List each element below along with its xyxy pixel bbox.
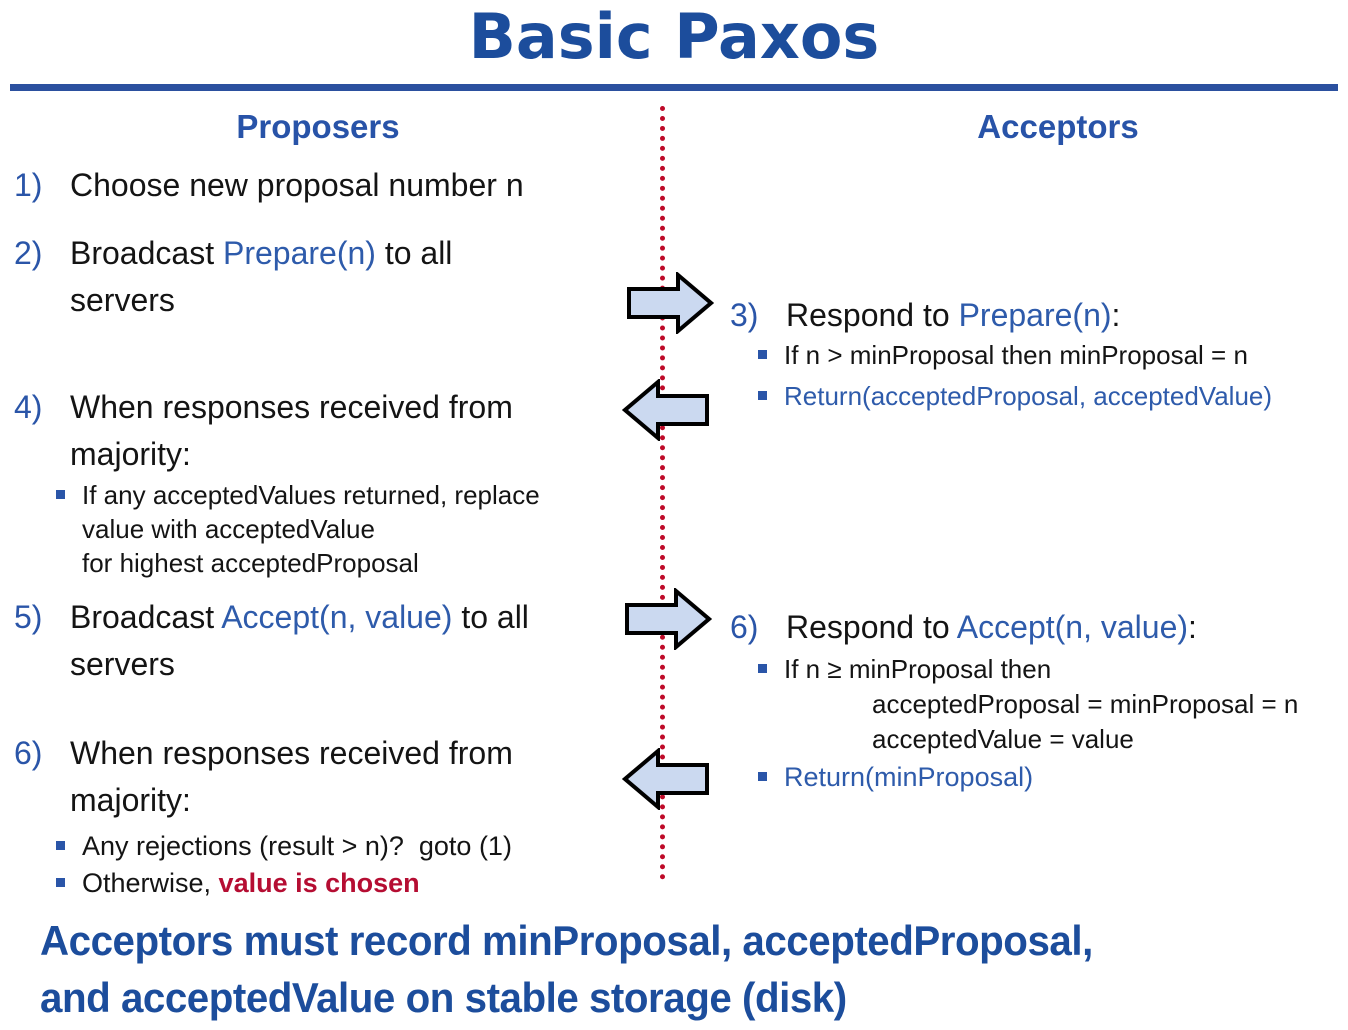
step-text: Broadcast Prepare(n) to all servers bbox=[70, 230, 452, 324]
step-text: When responses received from majority: bbox=[70, 730, 513, 824]
proposers-column-header: Proposers bbox=[236, 108, 400, 145]
acceptor-step-3-bullet-2: Return(acceptedProposal, acceptedValue) bbox=[758, 379, 1348, 413]
proposer-step-6: 6) When responses received from majority: bbox=[14, 730, 630, 824]
bullet-line1: If n ≥ minProposal then bbox=[784, 654, 1052, 684]
arrow-left-icon bbox=[621, 746, 710, 812]
bullet-square-icon bbox=[758, 350, 767, 359]
title-underline bbox=[10, 84, 1338, 91]
bullet-line3: for highest acceptedProposal bbox=[82, 548, 419, 578]
step-text: Choose new proposal number n bbox=[70, 167, 524, 203]
acceptor-step-6-bullet-2: Return(minProposal) bbox=[758, 760, 1348, 794]
step-number: 3) bbox=[730, 297, 759, 333]
bullet-text: Otherwise, value is chosen bbox=[82, 866, 420, 900]
proposer-step-2: 2) Broadcast Prepare(n) to all servers bbox=[14, 230, 630, 324]
acceptor-step-6-bullet-1: If n ≥ minProposal then acceptedProposal … bbox=[758, 652, 1348, 757]
step-text-post: to all bbox=[375, 235, 453, 271]
value-chosen-emphasis: value is chosen bbox=[218, 868, 420, 898]
bullet-text: If any acceptedValues returned, replace v… bbox=[82, 478, 540, 580]
bullet-line1: If any acceptedValues returned, replace bbox=[82, 480, 540, 510]
step-number: 4) bbox=[14, 389, 43, 425]
bullet-text: Any rejections (result > n)? goto (1) bbox=[82, 831, 512, 861]
step-number: 1) bbox=[14, 167, 43, 203]
acceptor-step-3: 3) Respond to Prepare(n): bbox=[730, 292, 1346, 339]
bullet-line2: value with acceptedValue bbox=[82, 514, 375, 544]
proposer-step-1: 1) Choose new proposal number n bbox=[14, 162, 630, 209]
step-text: Respond to Prepare(n): bbox=[786, 292, 1120, 339]
step-text-post: : bbox=[1111, 297, 1121, 333]
step-text-pre: Respond to bbox=[786, 297, 959, 333]
step-number: 2) bbox=[14, 235, 43, 271]
bullet-square-icon bbox=[758, 391, 767, 400]
bullet-text: Return(minProposal) bbox=[784, 762, 1034, 792]
step-text-pre: Broadcast bbox=[70, 235, 223, 271]
bullet-text-pre: Otherwise, bbox=[82, 868, 219, 898]
proposer-step-4: 4) When responses received from majority: bbox=[14, 384, 630, 478]
bullet-text: Return(acceptedProposal, acceptedValue) bbox=[784, 381, 1273, 411]
step-number: 5) bbox=[14, 599, 43, 635]
message-keyword: Prepare(n) bbox=[222, 235, 376, 271]
bullet-text: If n ≥ minProposal then acceptedProposal … bbox=[784, 652, 1298, 757]
bullet-square-icon bbox=[56, 878, 65, 887]
step-text-line2: majority: bbox=[70, 436, 191, 472]
acceptors-column-header: Acceptors bbox=[977, 108, 1139, 145]
bullet-text: If n > minProposal then minProposal = n bbox=[784, 340, 1248, 370]
step-text-pre: Broadcast bbox=[70, 599, 222, 635]
proposer-step-4-bullet: If any acceptedValues returned, replace v… bbox=[56, 478, 656, 580]
step-text-line2: majority: bbox=[70, 782, 191, 818]
proposer-step-5: 5) Broadcast Accept(n, value) to all serv… bbox=[14, 594, 630, 688]
footer-line1: Acceptors must record minProposal, accep… bbox=[40, 917, 1093, 964]
bullet-square-icon bbox=[56, 490, 65, 499]
step-text-post: : bbox=[1188, 609, 1197, 645]
footer-line2: and acceptedValue on stable storage (dis… bbox=[40, 974, 847, 1021]
step-text-line1: When responses received from bbox=[70, 389, 513, 425]
proposer-step-6-bullet-1: Any rejections (result > n)? goto (1) bbox=[56, 829, 656, 863]
footer-note: Acceptors must record minProposal, accep… bbox=[40, 912, 1288, 1026]
message-keyword: Prepare(n) bbox=[958, 297, 1112, 333]
step-text: When responses received from majority: bbox=[70, 384, 513, 478]
column-divider-dotted-line bbox=[660, 106, 665, 880]
step-number: 6) bbox=[730, 609, 759, 645]
step-text-line2: servers bbox=[70, 646, 175, 682]
arrow-right-icon bbox=[624, 586, 713, 652]
step-number: 6) bbox=[14, 735, 43, 771]
step-text-pre: Respond to bbox=[786, 609, 957, 645]
bullet-line3-indented: acceptedValue = value bbox=[872, 724, 1134, 754]
step-text-line1: When responses received from bbox=[70, 735, 513, 771]
message-keyword: Accept(n, value) bbox=[956, 609, 1189, 645]
step-text-line2: servers bbox=[70, 282, 175, 318]
message-keyword: Accept(n, value) bbox=[221, 599, 453, 635]
bullet-square-icon bbox=[56, 841, 65, 850]
bullet-line2-indented: acceptedProposal = minProposal = n bbox=[872, 689, 1299, 719]
acceptor-step-6: 6) Respond to Accept(n, value): bbox=[730, 604, 1346, 651]
acceptor-step-3-bullet-1: If n > minProposal then minProposal = n bbox=[758, 338, 1348, 372]
bullet-square-icon bbox=[758, 664, 767, 673]
step-text-post: to all bbox=[452, 599, 529, 635]
arrow-right-icon bbox=[626, 270, 715, 336]
step-text: Respond to Accept(n, value): bbox=[786, 604, 1197, 651]
arrow-left-icon bbox=[621, 377, 710, 443]
bullet-square-icon bbox=[758, 772, 767, 781]
proposer-step-6-bullet-2: Otherwise, value is chosen bbox=[56, 866, 656, 900]
page-title: Basic Paxos bbox=[468, 0, 880, 73]
step-text: Broadcast Accept(n, value) to all servers bbox=[70, 594, 529, 688]
